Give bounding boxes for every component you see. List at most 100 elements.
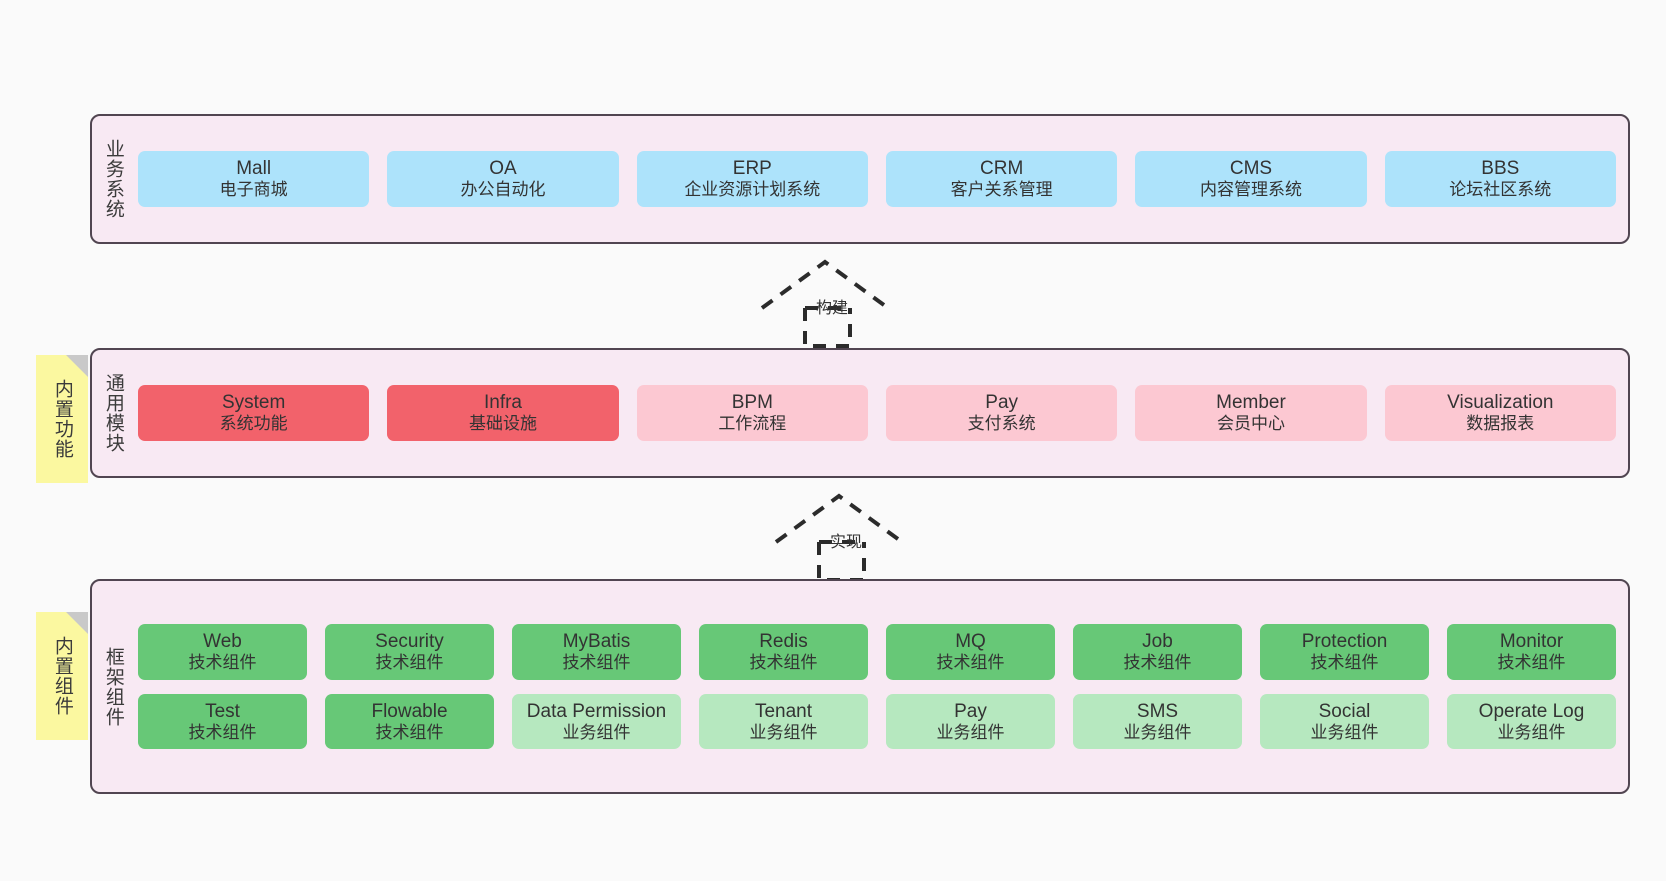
- card-title: Tenant: [754, 700, 813, 722]
- card-subtitle: 论坛社区系统: [1449, 180, 1552, 200]
- card-title: CMS: [1229, 158, 1273, 180]
- connector-build-label: 构建: [816, 300, 849, 317]
- card-title: Operate Log: [1478, 700, 1585, 722]
- card-subtitle: 技术组件: [188, 722, 257, 742]
- card-subtitle: 技术组件: [375, 652, 444, 672]
- connector-implement-label: 实现: [830, 534, 863, 551]
- card-subtitle: 业务组件: [1310, 722, 1379, 742]
- card-title: CRM: [980, 158, 1024, 180]
- note-builtin-features-label: 内置功能: [51, 379, 73, 459]
- card-title: Redis: [759, 630, 808, 652]
- card-title: SMS: [1136, 700, 1179, 722]
- connector-build-shape: [760, 259, 890, 348]
- card-title: Pay: [985, 392, 1019, 414]
- card-subtitle: 办公自动化: [460, 180, 546, 200]
- card-title: Job: [1142, 630, 1173, 652]
- card-subtitle: 内容管理系统: [1199, 180, 1302, 200]
- card-subtitle: 技术组件: [749, 652, 818, 672]
- card-subtitle: 业务组件: [1123, 722, 1192, 742]
- card-subtitle: 企业资源计划系统: [684, 180, 821, 200]
- layer-title-common-modules: 通用模块: [102, 373, 124, 453]
- card-title: Social: [1318, 700, 1371, 722]
- connector-implement-shape: [774, 493, 904, 582]
- note-builtin-components: 内置组件: [36, 612, 88, 740]
- card-subtitle: 电子商城: [219, 180, 288, 200]
- card-subtitle: 基础设施: [468, 414, 537, 434]
- card-subtitle: 技术组件: [188, 652, 257, 672]
- card-title: Infra: [483, 392, 522, 414]
- card-subtitle: 客户关系管理: [950, 180, 1053, 200]
- connector-build: 构建: [760, 258, 900, 348]
- card-title: Flowable: [371, 700, 448, 722]
- card-title: OA: [489, 158, 517, 180]
- card-subtitle: 技术组件: [1123, 652, 1192, 672]
- card-subtitle: 工作流程: [718, 414, 787, 434]
- card-subtitle: 技术组件: [375, 722, 444, 742]
- card-subtitle: 业务组件: [749, 722, 818, 742]
- card-subtitle: 技术组件: [562, 652, 631, 672]
- card-title: BBS: [1481, 158, 1520, 180]
- card-title: Member: [1216, 392, 1286, 414]
- card-title: ERP: [732, 158, 772, 180]
- card-title: Protection: [1301, 630, 1388, 652]
- card-subtitle: 业务组件: [936, 722, 1005, 742]
- card-subtitle: 会员中心: [1216, 414, 1285, 434]
- note-builtin-features: 内置功能: [36, 355, 88, 483]
- card-title: Monitor: [1499, 630, 1564, 652]
- card-title: Mall: [236, 158, 272, 180]
- card-subtitle: 业务组件: [562, 722, 631, 742]
- card-title: Security: [375, 630, 444, 652]
- layer-title-business-systems: 业务系统: [102, 139, 124, 219]
- card-title: System: [221, 392, 286, 414]
- card-title: Data Permission: [526, 700, 667, 722]
- card-title: BPM: [731, 392, 773, 414]
- card-subtitle: 支付系统: [967, 414, 1036, 434]
- connector-implement: 实现: [774, 492, 914, 582]
- card-subtitle: 技术组件: [1497, 652, 1566, 672]
- card-title: MQ: [955, 630, 986, 652]
- card-subtitle: 数据报表: [1466, 414, 1535, 434]
- card-title: Pay: [954, 700, 987, 722]
- card-title: Web: [203, 630, 242, 652]
- layer-title-framework-components: 框架组件: [102, 646, 124, 727]
